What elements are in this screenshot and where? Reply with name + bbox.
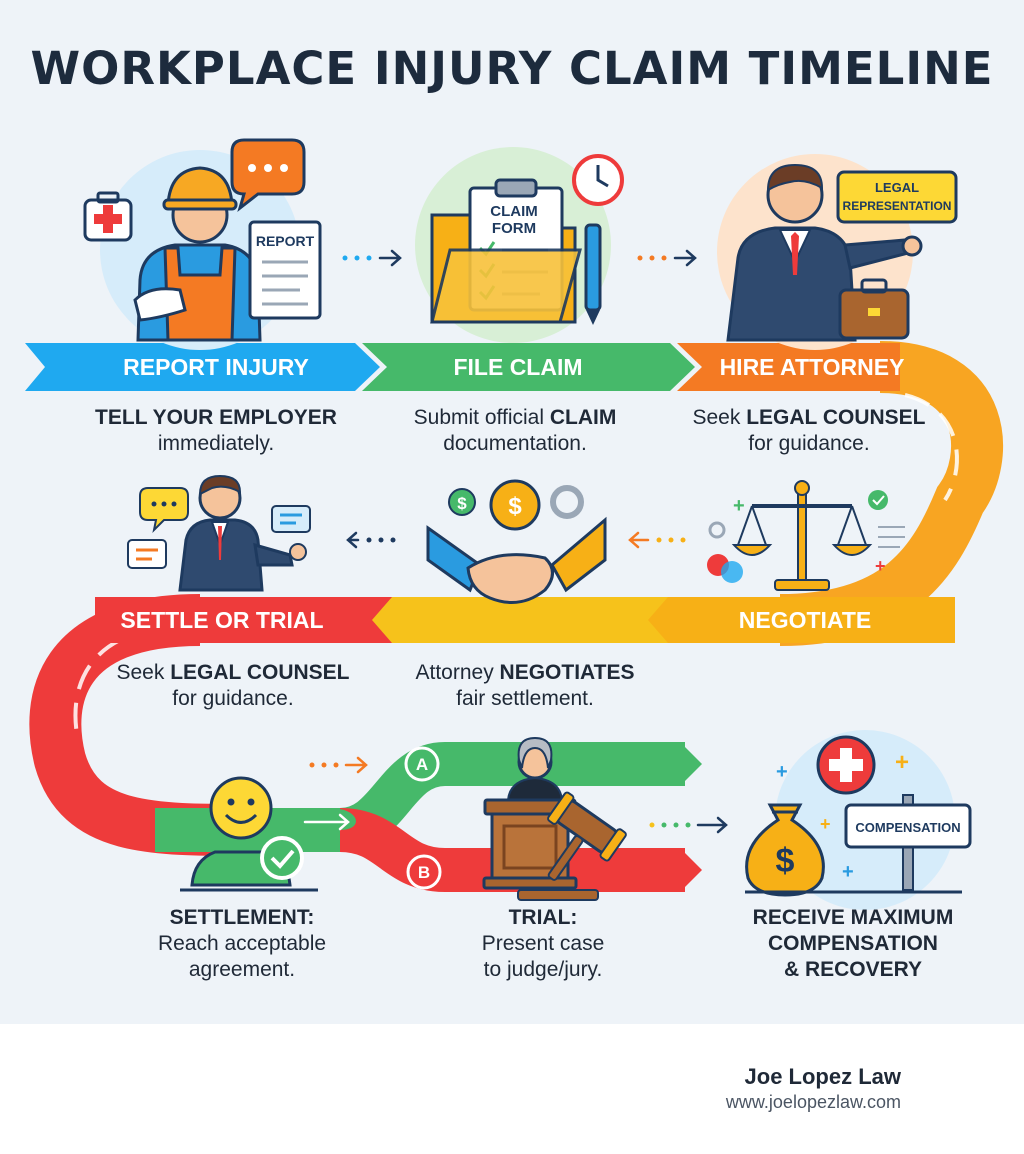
step-desc-file-bold: CLAIM [549,406,617,429]
outcome-trial-line2: to judge/jury. [483,958,603,981]
report-document-label: REPORT [256,233,315,249]
step-desc-negotiate-rest: fair settlement. [456,687,594,710]
road-dash-left [73,638,121,741]
arrow-on-road [303,813,350,831]
step-desc-negotiate: Attorney NEGOTIATES fair settlement. [375,660,675,712]
road-branch-a-tip [680,742,702,786]
svg-text:+: + [875,556,886,576]
presenter-icon [127,474,311,592]
svg-text:+: + [820,814,831,834]
road-segment-middle [365,597,668,643]
claim-form-icon: CLAIM FORM [415,147,624,343]
claim-form-line1: CLAIM [490,203,538,220]
svg-text:$: $ [508,493,522,520]
svg-text:$: $ [457,494,467,513]
step-desc-negotiate-pre: Attorney [415,661,494,684]
flow-arrows [303,249,728,834]
step-desc-settle-pre: Seek [116,661,165,684]
outcome-settlement-line2: agreement. [188,958,296,981]
road-segment-hire [677,343,900,391]
svg-text:B: B [418,863,430,882]
svg-text:+: + [776,761,788,783]
step-label-file: FILE CLAIM [453,354,582,380]
outcome-settlement-title: SETTLEMENT: [169,906,315,929]
outcome-trial: TRIAL: Present case to judge/jury. [393,905,693,983]
svg-text:$: $ [776,842,795,880]
step-desc-settle-rest: for guidance. [172,687,294,710]
compensation-sign-label: COMPENSATION [855,820,960,835]
happy-person-icon [180,776,318,892]
step-desc-negotiate-bold: NEGOTIATES [499,661,635,684]
step-desc-hire-pre: Seek [692,406,741,429]
judge-gavel-icon [482,736,627,901]
road-branch-b-tip [680,848,702,892]
road-segment-report [25,343,380,391]
step-label-settle: SETTLE OR TRIAL [120,607,323,633]
step-label-negotiate: NEGOTIATE [739,607,871,633]
step-label-report: REPORT INJURY [123,354,309,380]
branch-b-badge: B [406,854,442,890]
arrow-right-2 [637,249,697,267]
arrow-left-1 [628,531,686,549]
attorney-icon: LEGAL REPRESENTATION [717,154,958,350]
step-desc-settle: Seek LEGAL COUNSEL for guidance. [83,660,383,712]
step-desc-hire-bold: LEGAL COUNSEL [746,406,926,429]
outcome-final-line1: RECEIVE MAXIMUM [752,906,954,929]
step-desc-report: TELL YOUR EMPLOYER immediately. [66,405,366,457]
injured-worker-icon: REPORT [83,138,322,350]
outcome-trial-line1: Present case [481,932,605,955]
svg-text:+: + [842,861,854,883]
timeline-road [25,341,1003,892]
svg-text:+: + [733,495,745,517]
svg-text:A: A [416,755,428,774]
svg-text:+: + [895,749,909,776]
outcome-final-line3: & RECOVERY [783,958,923,981]
outcome-trial-title: TRIAL: [508,906,578,929]
step-desc-file: Submit official CLAIM documentation. [365,405,665,457]
outcome-settlement: SETTLEMENT: Reach acceptable agreement. [92,905,392,983]
branch-a-badge: A [404,746,440,782]
arrow-left-2 [346,531,396,549]
legal-sign-line2: REPRESENTATION [843,199,952,213]
arrow-right-3 [309,756,368,774]
arrow-right-1 [342,249,402,267]
claim-form-line2: FORM [492,220,536,237]
page-title: WORKPLACE INJURY CLAIM TIMELINE [30,42,994,95]
outcome-final-line2: COMPENSATION [768,932,938,955]
step-desc-file-rest: documentation. [443,432,587,455]
footer-firm-name: Joe Lopez Law [744,1064,901,1089]
road-segment-settle [95,597,392,643]
step-desc-hire: Seek LEGAL COUNSEL for guidance. [659,405,959,457]
scales-of-justice-icon: + + [707,480,905,591]
step-desc-file-pre: Submit official [413,406,544,429]
timeline-graphic: REPORT INJURY FILE CLAIM HIRE ATTORNEY N… [25,138,1003,910]
arrow-right-4 [649,816,728,834]
outcome-final: RECEIVE MAXIMUM COMPENSATION & RECOVERY [703,905,1003,983]
step-label-hire: HIRE ATTORNEY [720,354,905,380]
step-desc-settle-bold: LEGAL COUNSEL [170,661,350,684]
step-desc-report-rest: immediately. [157,432,275,455]
step-desc-hire-rest: for guidance. [748,432,870,455]
footer-website: www.joelopezlaw.com [725,1092,901,1112]
handshake-icon: $ $ [426,479,607,604]
road-segment-file [362,343,695,391]
legal-sign-line1: LEGAL [875,180,919,195]
outcome-settlement-line1: Reach acceptable [157,932,327,955]
compensation-icon: + + + + COMPENSATION $ [745,730,972,910]
road-segment-negotiate [640,597,955,643]
step-desc-report-bold: TELL YOUR EMPLOYER [95,406,337,429]
road-dash-right [904,393,959,502]
